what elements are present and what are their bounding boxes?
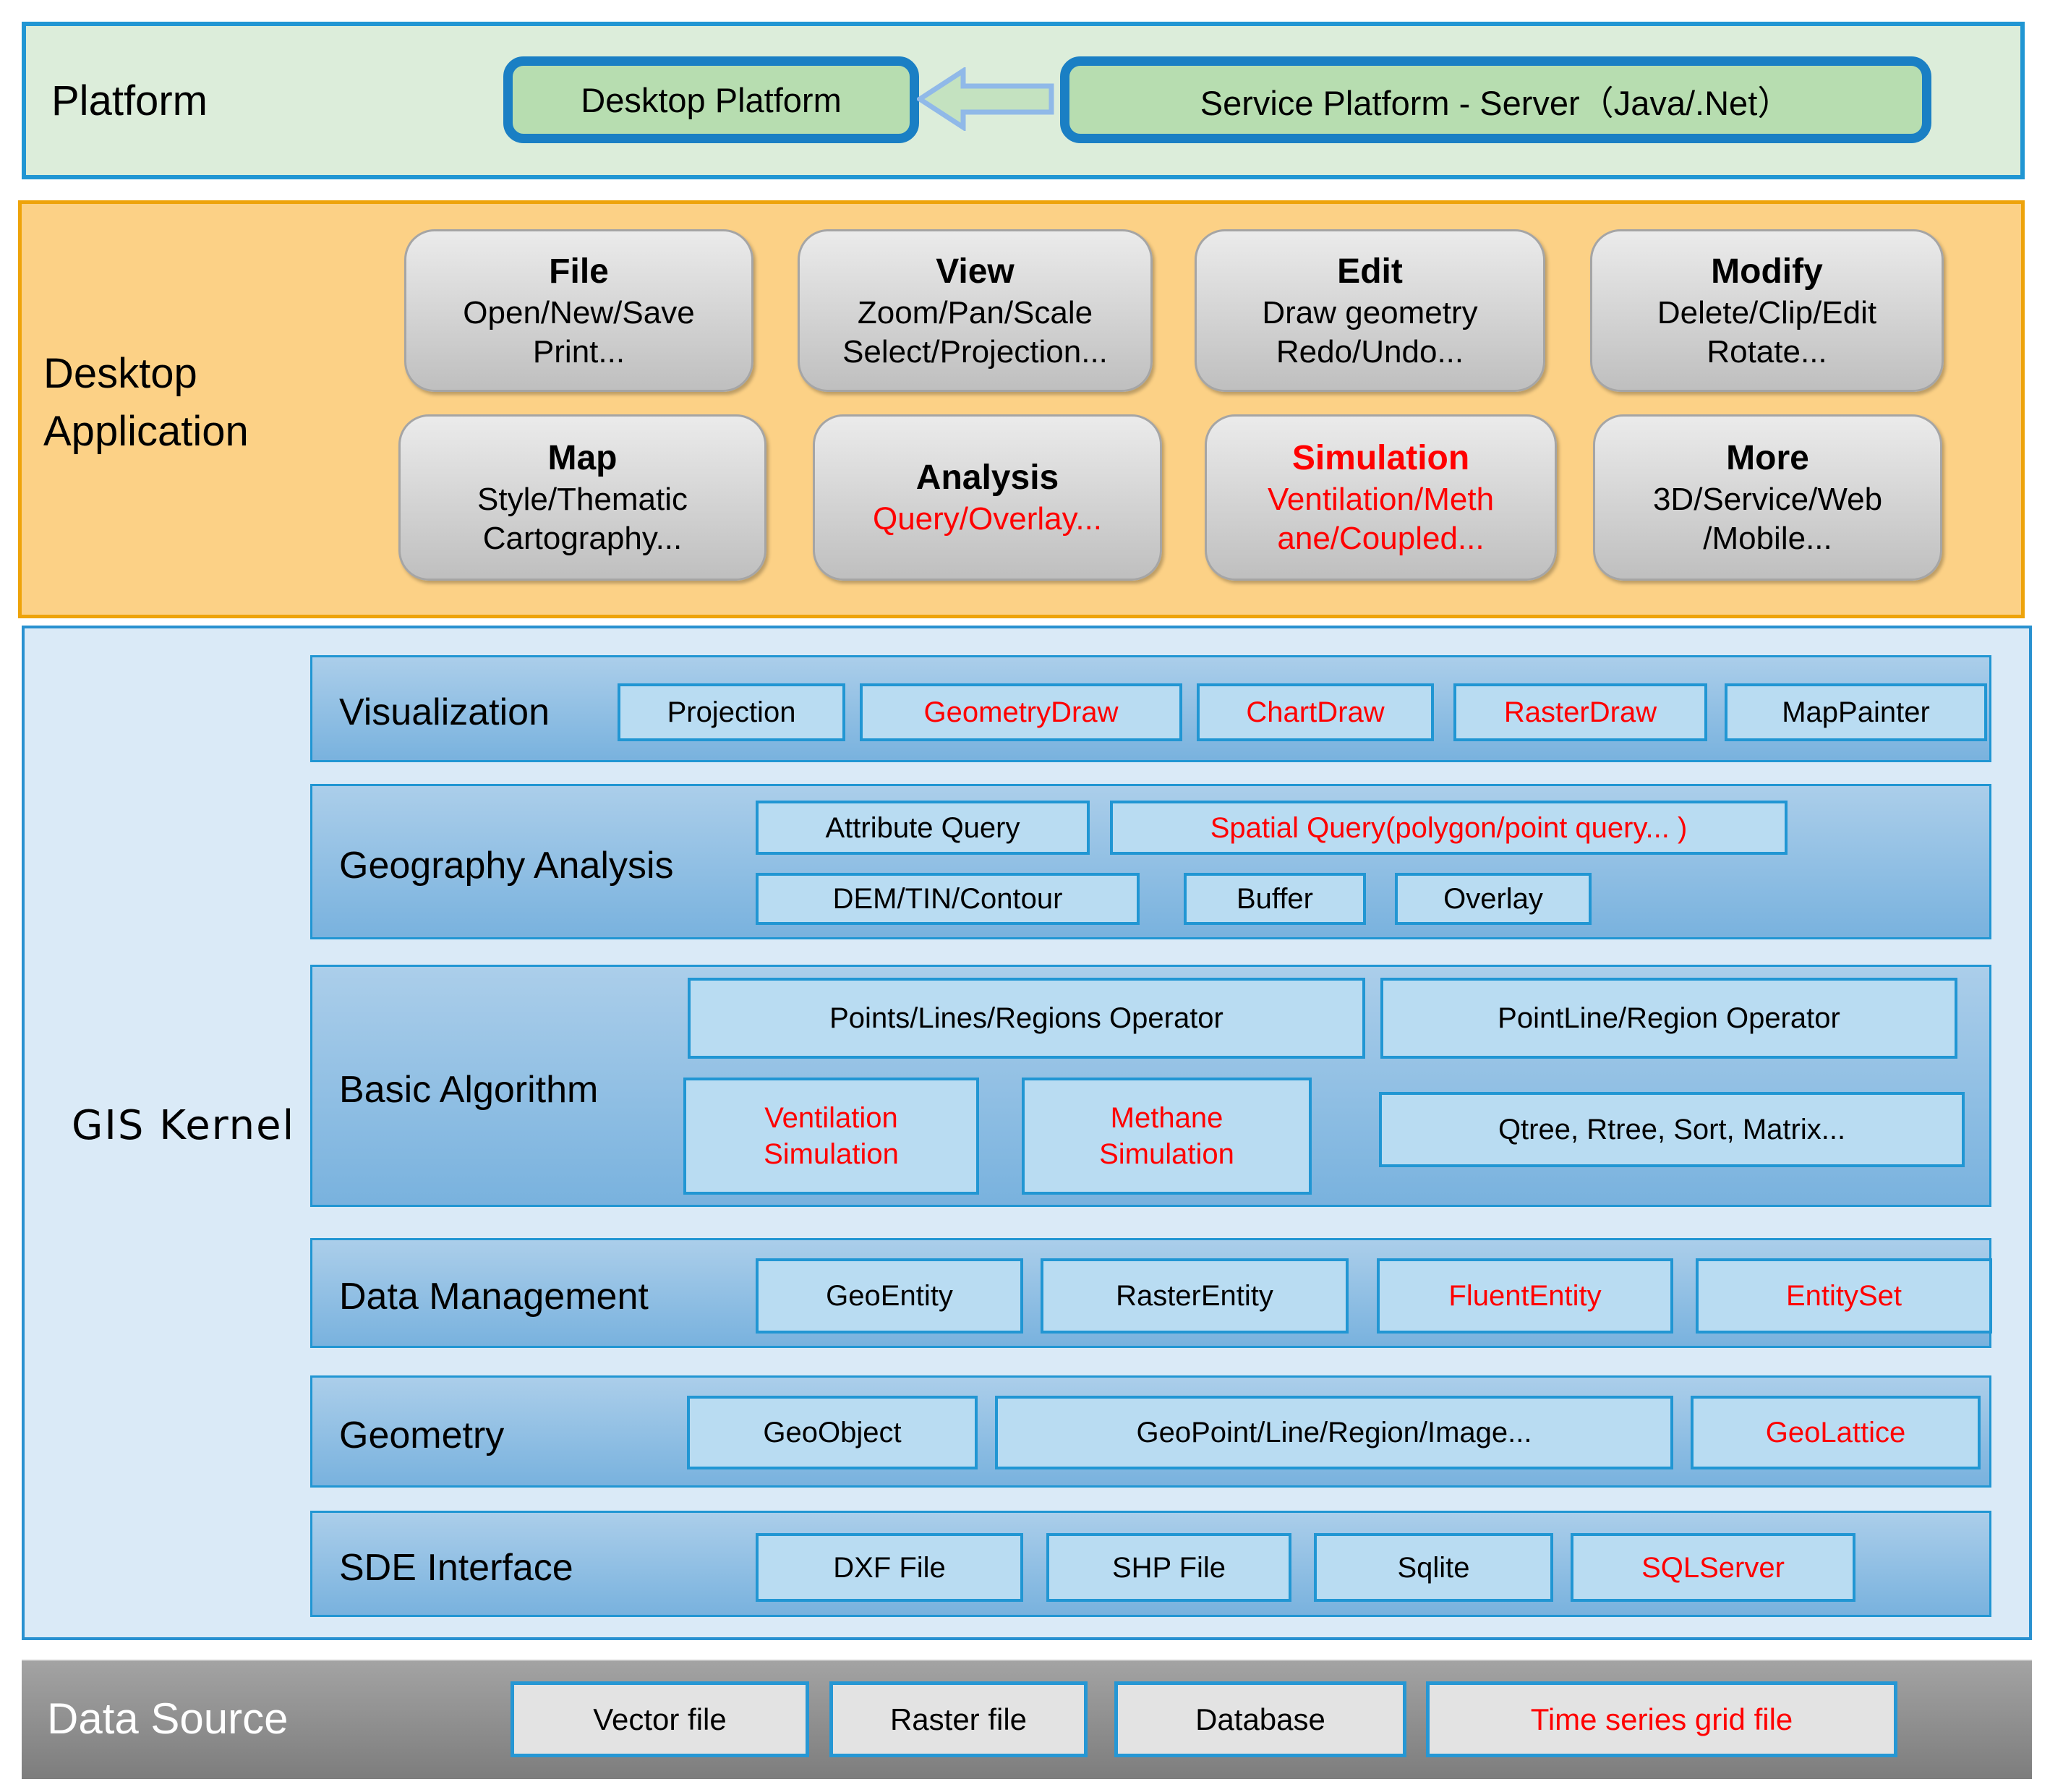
kernel-row-label: SDE Interface — [339, 1547, 573, 1589]
kernel-box-spatial-query: Spatial Query(polygon/point query... ) — [1110, 801, 1788, 855]
app-module-title: Map — [547, 439, 618, 478]
datasource-box-time-series-grid-file: Time series grid file — [1426, 1681, 1897, 1757]
app-module-subtitle: Query/Overlay... — [872, 501, 1103, 537]
service-platform-box: Service Platform - Server（Java/.Net） — [1060, 56, 1931, 143]
platform-band-label: Platform — [51, 77, 208, 124]
kernel-box-sqlserver: SQLServer — [1571, 1533, 1855, 1602]
data-source-band-label: Data Source — [47, 1694, 289, 1743]
datasource-box-vector-file: Vector file — [511, 1681, 809, 1757]
app-module-subtitle: 3D/Service/Web /Mobile... — [1652, 482, 1883, 556]
app-module-box-file: File Open/New/Save Print... — [404, 229, 753, 392]
data-source-band: Data Source Vector file Raster file Data… — [22, 1660, 2032, 1779]
app-module-title: View — [936, 252, 1015, 291]
kernel-box-dem-tin-contour: DEM/TIN/Contour — [756, 873, 1140, 925]
app-module-title: Modify — [1711, 252, 1823, 291]
kernel-box-shp-file: SHP File — [1046, 1533, 1291, 1602]
kernel-row-geometry: Geometry GeoObject GeoPoint/Line/Region/… — [310, 1375, 1991, 1488]
kernel-box-geoentity: GeoEntity — [756, 1258, 1023, 1334]
datasource-box-database: Database — [1114, 1681, 1406, 1757]
app-module-subtitle: Delete/Clip/Edit Rotate... — [1657, 294, 1877, 370]
kernel-box-dxf-file: DXF File — [756, 1533, 1023, 1602]
app-module-box-more: More 3D/Service/Web /Mobile... — [1593, 414, 1942, 581]
app-module-subtitle: Style/Thematic Cartography... — [477, 482, 688, 556]
kernel-row-label: Geometry — [339, 1415, 505, 1456]
app-module-title: File — [549, 252, 609, 291]
kernel-row-sde-interface: SDE Interface DXF File SHP File Sqlite S… — [310, 1511, 1991, 1617]
datasource-box-raster-file: Raster file — [829, 1681, 1088, 1757]
gis-kernel-band: GIS Kernel Visualization Projection Geom… — [22, 626, 2032, 1640]
app-module-box-analysis: Analysis Query/Overlay... — [813, 414, 1162, 581]
kernel-box-attribute-query: Attribute Query — [756, 801, 1090, 855]
kernel-box-points-lines-regions-operator: Points/Lines/Regions Operator — [688, 978, 1365, 1059]
app-module-title: Simulation — [1291, 439, 1470, 478]
kernel-box-projection: Projection — [618, 683, 845, 741]
app-module-box-map: Map Style/Thematic Cartography... — [398, 414, 766, 581]
kernel-box-geoobject: GeoObject — [687, 1396, 978, 1469]
kernel-box-entityset: EntitySet — [1696, 1258, 1992, 1334]
kernel-box-overlay: Overlay — [1395, 873, 1592, 925]
kernel-row-label: Data Management — [339, 1276, 649, 1318]
kernel-box-geopoint-line-region-image: GeoPoint/Line/Region/Image... — [995, 1396, 1673, 1469]
desktop-application-band: Desktop Application File Open/New/Save P… — [18, 200, 2025, 618]
desktop-platform-box: Desktop Platform — [503, 56, 919, 143]
app-module-subtitle: Ventilation/Meth ane/Coupled... — [1267, 482, 1495, 556]
app-module-box-modify: Modify Delete/Clip/Edit Rotate... — [1590, 229, 1944, 392]
app-module-subtitle: Zoom/Pan/Scale Select/Projection... — [842, 294, 1108, 370]
kernel-box-geolattice: GeoLattice — [1691, 1396, 1981, 1469]
kernel-box-geometrydraw: GeometryDraw — [860, 683, 1182, 741]
kernel-box-mappainter: MapPainter — [1725, 683, 1987, 741]
app-module-box-simulation: Simulation Ventilation/Meth ane/Coupled.… — [1205, 414, 1557, 581]
kernel-row-basic-algorithm: Basic Algorithm Points/Lines/Regions Ope… — [310, 965, 1991, 1207]
kernel-row-label: Geography Analysis — [339, 845, 674, 887]
desktop-application-band-label: Desktop Application — [43, 350, 249, 456]
kernel-box-pointline-region-operator: PointLine/Region Operator — [1380, 978, 1957, 1059]
kernel-box-ventilation-simulation: Ventilation Simulation — [683, 1078, 979, 1195]
platform-band: Platform Desktop Platform Service Platfo… — [22, 22, 2025, 179]
app-module-title: Edit — [1337, 252, 1403, 291]
app-module-box-view: View Zoom/Pan/Scale Select/Projection... — [798, 229, 1153, 392]
gis-kernel-band-label: GIS Kernel — [72, 1102, 296, 1149]
app-module-title: More — [1726, 439, 1809, 478]
kernel-row-data-management: Data Management GeoEntity RasterEntity F… — [310, 1238, 1992, 1348]
kernel-box-buffer: Buffer — [1184, 873, 1366, 925]
app-module-box-edit: Edit Draw geometry Redo/Undo... — [1195, 229, 1545, 392]
kernel-box-rasterdraw: RasterDraw — [1453, 683, 1707, 741]
kernel-row-geography-analysis: Geography Analysis Attribute Query Spati… — [310, 784, 1991, 939]
app-module-title: Analysis — [915, 458, 1059, 498]
kernel-row-label: Basic Algorithm — [339, 1069, 599, 1111]
kernel-row-label: Visualization — [339, 691, 550, 733]
kernel-box-chartdraw: ChartDraw — [1197, 683, 1434, 741]
kernel-box-sqlite: Sqlite — [1314, 1533, 1553, 1602]
kernel-row-visualization: Visualization Projection GeometryDraw Ch… — [310, 655, 1991, 762]
kernel-box-fluententity: FluentEntity — [1377, 1258, 1673, 1334]
left-block-arrow-icon — [915, 66, 1054, 132]
app-module-subtitle: Open/New/Save Print... — [463, 294, 695, 370]
app-module-subtitle: Draw geometry Redo/Undo... — [1262, 294, 1478, 370]
kernel-box-rasterentity: RasterEntity — [1041, 1258, 1349, 1334]
kernel-box-qtree-rtree-sort-matrix: Qtree, Rtree, Sort, Matrix... — [1379, 1092, 1965, 1167]
kernel-box-methane-simulation: Methane Simulation — [1022, 1078, 1312, 1195]
